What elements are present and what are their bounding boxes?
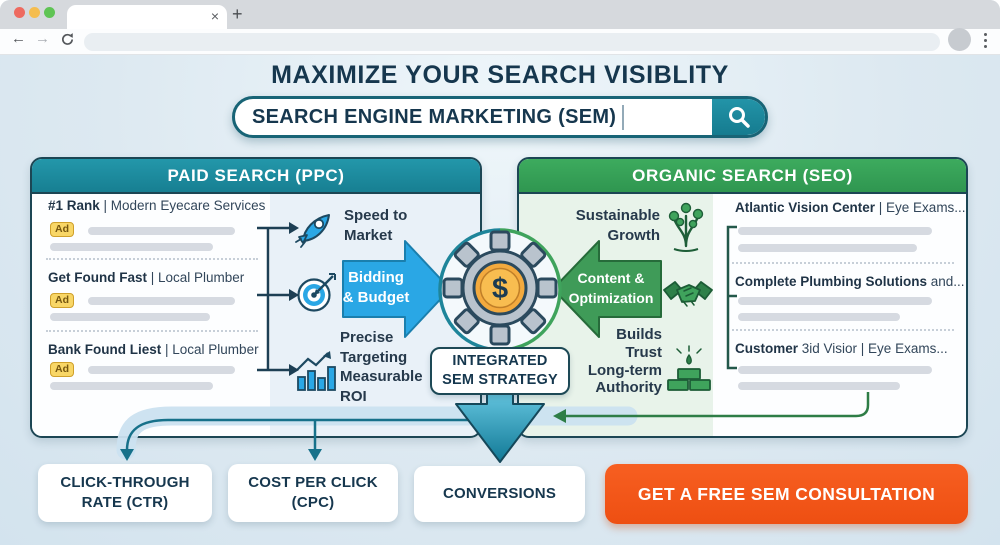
new-tab-button[interactable]: +	[232, 4, 243, 24]
browser-title-bar: × +	[0, 0, 1000, 29]
search-button[interactable]	[712, 99, 765, 135]
ppc-listing-title: #1 Rank | Modern Eyecare Services	[48, 198, 270, 213]
tree-icon	[664, 200, 708, 252]
listing-title-bold: Customer	[735, 341, 799, 356]
browser-menu-icon[interactable]	[984, 33, 988, 51]
minimize-window-icon[interactable]	[29, 7, 40, 18]
dollar-symbol: $	[492, 273, 508, 305]
text-caret	[622, 104, 625, 130]
search-query-text: SEARCH ENGINE MARKETING (SEM)	[252, 105, 617, 128]
text-placeholder-line	[50, 313, 210, 321]
text-placeholder-line	[50, 382, 213, 390]
text-placeholder-line	[738, 382, 900, 390]
back-icon[interactable]: ←	[11, 30, 26, 47]
ad-badge: Ad	[50, 293, 74, 308]
search-icon	[728, 107, 750, 128]
reload-icon[interactable]	[60, 32, 75, 47]
builds-trust-authority-label: Builds Trust Long-term Authority	[587, 326, 662, 397]
listing-title-rest: 3id Visior | Eye Exams...	[798, 341, 948, 356]
text-placeholder-line	[738, 313, 900, 321]
ppc-listing-title: Bank Found Liest | Local Plumber	[48, 342, 270, 357]
listing-title-rest: | Modern Eyecare Services	[99, 198, 266, 213]
cpc-metric-card: COST PER CLICK (CPC)	[228, 464, 398, 522]
content-optimization-label: Content & Optimization	[568, 270, 654, 306]
listing-title-rest: | Eye Exams...	[875, 200, 965, 215]
handshake-icon	[663, 273, 713, 317]
text-placeholder-line	[738, 366, 932, 374]
seo-listing-title: Customer 3id Visior | Eye Exams...	[735, 341, 965, 356]
seo-panel-header: ORGANIC SEARCH (SEO)	[519, 159, 966, 194]
seo-listing-title: Complete Plumbing Solutions and...	[735, 274, 965, 289]
text-placeholder-line	[88, 297, 235, 305]
listing-separator	[46, 330, 258, 332]
text-placeholder-line	[738, 297, 932, 305]
listing-title-rest: | Local Plumber	[147, 270, 245, 285]
rocket-icon	[294, 208, 336, 250]
bidding-budget-label: Bidding & Budget	[342, 269, 410, 306]
listing-title-bold: Bank Found Liest	[48, 342, 162, 357]
text-placeholder-line	[738, 244, 917, 252]
listing-title-rest: and...	[927, 274, 965, 289]
listing-separator	[46, 258, 258, 260]
listing-title-bold: Complete Plumbing Solutions	[735, 274, 927, 289]
text-placeholder-line	[88, 227, 235, 235]
browser-tab[interactable]: ×	[67, 5, 227, 29]
close-window-icon[interactable]	[14, 7, 25, 18]
speed-to-market-label: Speed to Market	[344, 207, 408, 244]
bar-chart-icon	[293, 350, 337, 392]
maximize-window-icon[interactable]	[44, 7, 55, 18]
text-placeholder-line	[88, 366, 235, 374]
ppc-listing-title: Get Found Fast | Local Plumber	[48, 270, 270, 285]
ctr-metric-card: CLICK-THROUGH RATE (CTR)	[38, 464, 212, 522]
listing-separator	[732, 329, 954, 331]
seo-listing-title: Atlantic Vision Center | Eye Exams...	[735, 200, 965, 215]
forward-icon[interactable]: →	[35, 30, 50, 47]
sustainable-growth-label: Sustainable Growth	[575, 207, 660, 244]
ad-badge: Ad	[50, 222, 74, 237]
ppc-panel-header: PAID SEARCH (PPC)	[32, 159, 480, 194]
text-placeholder-line	[738, 227, 932, 235]
seedling-bricks-icon	[666, 342, 712, 392]
profile-avatar[interactable]	[948, 28, 971, 51]
address-bar[interactable]	[84, 33, 940, 51]
listing-title-bold: Get Found Fast	[48, 270, 147, 285]
ad-badge: Ad	[50, 362, 74, 377]
page-title: MAXIMIZE YOUR SEARCH VISIBLITY	[271, 61, 729, 89]
free-consultation-button[interactable]: GET A FREE SEM CONSULTATION	[605, 464, 968, 524]
conversions-metric-card: CONVERSIONS	[414, 466, 585, 522]
text-placeholder-line	[50, 243, 213, 251]
integrated-sem-strategy-box: INTEGRATED SEM STRATEGY	[430, 347, 570, 395]
listing-title-bold: #1 Rank	[48, 198, 100, 213]
listing-title-bold: Atlantic Vision Center	[735, 200, 876, 215]
target-icon	[296, 271, 338, 313]
listing-title-rest: | Local Plumber	[161, 342, 259, 357]
tab-close-icon[interactable]: ×	[210, 8, 219, 24]
listing-separator	[732, 262, 954, 264]
sem-search-bar[interactable]: SEARCH ENGINE MARKETING (SEM)	[232, 96, 768, 138]
